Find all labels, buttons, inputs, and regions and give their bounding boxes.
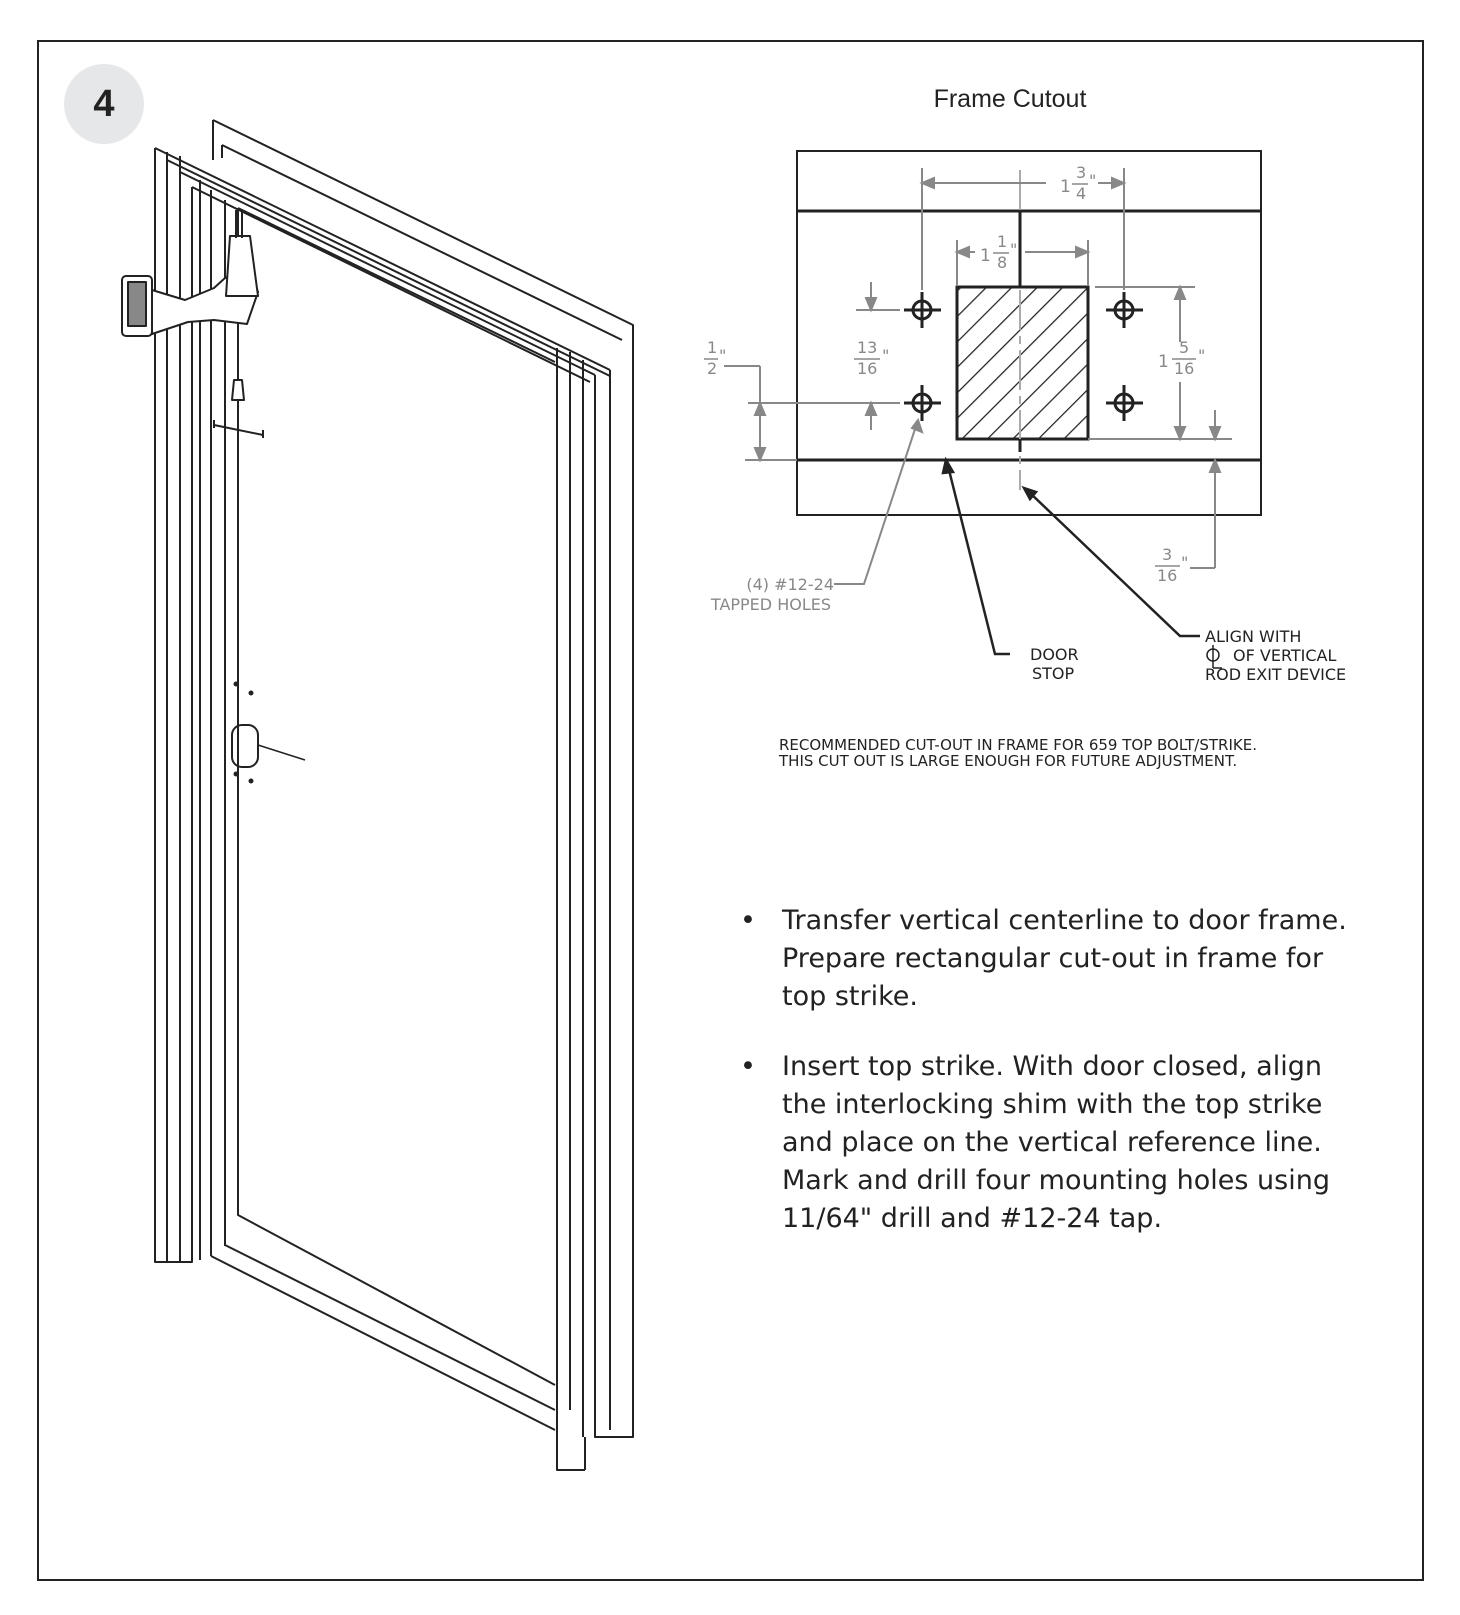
svg-text:2: 2 — [707, 359, 717, 378]
dim-1-5-16: 1 5 16 " — [1158, 338, 1205, 378]
svg-text:": " — [1010, 240, 1017, 259]
svg-text:1: 1 — [1060, 177, 1071, 197]
svg-text:1: 1 — [707, 338, 717, 357]
svg-text:16: 16 — [1174, 359, 1194, 378]
callout-door-stop: DOOR STOP — [1030, 645, 1079, 683]
centerline-symbol — [1206, 645, 1222, 669]
svg-text:1: 1 — [997, 232, 1007, 251]
callout-align-centerline: ALIGN WITH OF VERTICAL ROD EXIT DEVICE — [1205, 627, 1346, 684]
svg-text:DOOR: DOOR — [1030, 645, 1079, 664]
dim-1-1-8: 1 1 8 " — [980, 232, 1017, 272]
svg-text:16: 16 — [857, 359, 877, 378]
tapped-hole — [1106, 292, 1143, 328]
drawing-title: Frame Cutout — [934, 85, 1087, 113]
svg-text:13: 13 — [857, 338, 877, 357]
dim-13-16: 13 16 " — [854, 338, 889, 378]
callout-tapped-holes: (4) #12-24 TAPPED HOLES — [710, 575, 834, 614]
svg-text:": " — [882, 346, 889, 365]
door-frame-illustration — [121, 119, 634, 1471]
step-number-badge: 4 — [64, 64, 144, 144]
svg-text:ROD EXIT DEVICE: ROD EXIT DEVICE — [1205, 665, 1346, 684]
instruction-list: Transfer vertical centerline to door fra… — [740, 902, 1370, 1270]
svg-text:": " — [1181, 553, 1188, 572]
svg-text:16: 16 — [1157, 566, 1177, 585]
strike-cutout — [955, 285, 1090, 441]
svg-text:1: 1 — [1158, 352, 1169, 372]
tapped-hole — [904, 292, 941, 328]
frame-outline — [796, 150, 1262, 516]
dim-3-16: 3 16 " — [1155, 545, 1188, 585]
instruction-item: Insert top strike. With door closed, ali… — [740, 1048, 1370, 1238]
svg-text:(4) #12-24: (4) #12-24 — [746, 575, 834, 594]
svg-text:": " — [1198, 346, 1205, 365]
instruction-panel — [37, 40, 1424, 1581]
svg-text:ALIGN WITH: ALIGN WITH — [1205, 627, 1301, 646]
instruction-item: Transfer vertical centerline to door fra… — [740, 902, 1370, 1016]
svg-text:OF VERTICAL: OF VERTICAL — [1233, 646, 1337, 665]
svg-text:3: 3 — [1162, 545, 1172, 564]
tapped-hole — [904, 385, 941, 421]
dim-1-3-4: 1 3 4 " — [1060, 163, 1096, 203]
note-line: RECOMMENDED CUT-OUT IN FRAME FOR 659 TOP… — [779, 736, 1257, 754]
frame-cutout-drawing: Frame Cutout — [704, 85, 1346, 684]
svg-text:1: 1 — [980, 246, 991, 266]
svg-text:": " — [1089, 171, 1096, 190]
svg-text:3: 3 — [1076, 163, 1086, 182]
note-line: THIS CUT OUT IS LARGE ENOUGH FOR FUTURE … — [779, 752, 1238, 770]
svg-text:": " — [719, 346, 726, 365]
svg-text:5: 5 — [1179, 338, 1189, 357]
svg-text:8: 8 — [997, 253, 1007, 272]
cutout-note: RECOMMENDED CUT-OUT IN FRAME FOR 659 TOP… — [779, 737, 1419, 769]
svg-text:STOP: STOP — [1032, 664, 1075, 683]
dim-1-2: 1 2 " — [704, 338, 726, 378]
svg-text:4: 4 — [1076, 184, 1086, 203]
tapped-hole — [1106, 385, 1143, 421]
svg-text:TAPPED HOLES: TAPPED HOLES — [710, 595, 831, 614]
